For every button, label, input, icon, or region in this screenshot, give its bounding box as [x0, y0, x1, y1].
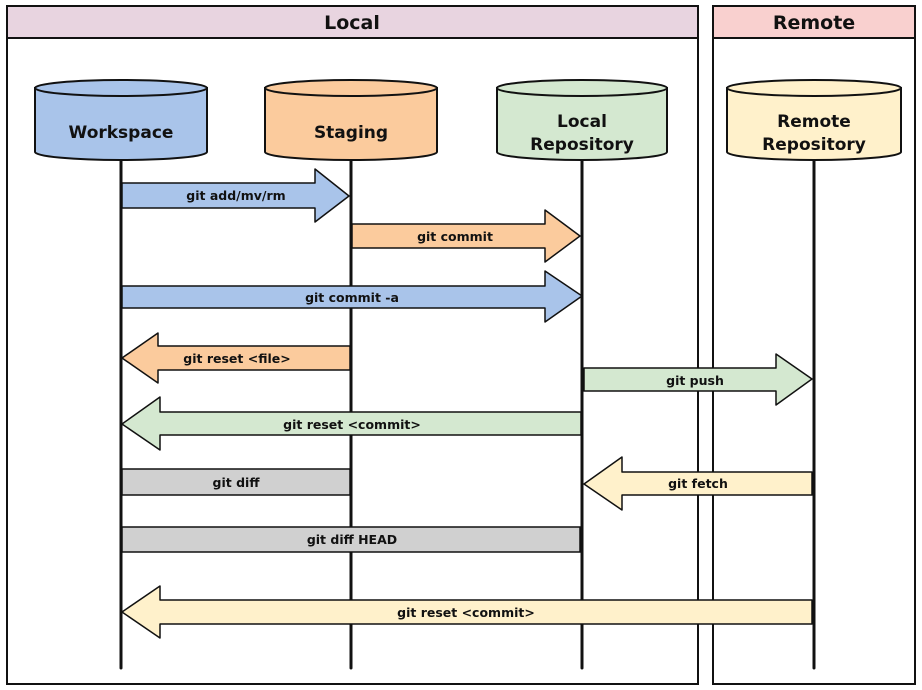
git-reset-commit-local-arrow: git reset <commit>: [121, 396, 582, 451]
remote-repository-node: Remote Repository: [726, 79, 902, 161]
git-reset-commit-local-arrow-label: git reset <commit>: [283, 417, 421, 432]
git-push-arrow-label: git push: [666, 373, 724, 388]
git-fetch-arrow-shape: [583, 456, 813, 511]
git-diff-head-bar-label: git diff HEAD: [307, 532, 397, 547]
git-commit-arrow-shape: [351, 209, 581, 263]
git-reset-commit-remote-arrow: git reset <commit>: [121, 585, 813, 639]
git-diff-bar: git diff: [121, 468, 351, 496]
git-commit-arrow: git commit: [351, 209, 581, 263]
staging-cylinder-top: [264, 79, 438, 97]
git-diff-head-bar: git diff HEAD: [121, 526, 581, 553]
local-repository-label-line2: Repository: [530, 135, 634, 155]
local-group-frame: [6, 37, 699, 685]
git-reset-commit-remote-arrow-shape: [121, 585, 813, 639]
git-fetch-arrow-label: git fetch: [668, 476, 728, 491]
git-fetch-arrow: git fetch: [583, 456, 813, 511]
local-repository-cylinder-top: [496, 79, 668, 97]
git-add-arrow-shape: [121, 168, 350, 223]
git-diff-bar-label: git diff: [213, 475, 261, 490]
git-reset-commit-local-arrow-shape: [121, 396, 582, 451]
staging-cylinder-body: [264, 87, 438, 161]
git-add-arrow-label: git add/mv/rm: [186, 188, 285, 203]
git-reset-file-arrow: git reset <file>: [121, 332, 351, 384]
git-commit-a-arrow-label: git commit -a: [305, 290, 399, 305]
git-reset-commit-remote-arrow-label: git reset <commit>: [397, 605, 535, 620]
local-group-title: Local: [324, 12, 380, 34]
remote-repository-label-line1: Remote: [777, 112, 851, 132]
git-commit-arrow-label: git commit: [417, 229, 493, 244]
workspace-cylinder-top: [34, 79, 208, 97]
local-repository-label-line1: Local: [557, 112, 607, 132]
workspace-cylinder-body: [34, 87, 208, 161]
git-diff-bar-shape: [121, 468, 351, 496]
remote-repository-label-line2: Repository: [762, 135, 866, 155]
remote-repository-cylinder-body: [726, 87, 902, 161]
local-group: Local: [6, 5, 699, 685]
git-commit-a-arrow-shape: [121, 270, 583, 323]
workspace-node: Workspace: [34, 79, 208, 161]
staging-label: Staging: [314, 123, 388, 143]
remote-group: Remote: [712, 5, 916, 685]
remote-repository-cylinder-top: [726, 79, 902, 97]
git-commit-a-arrow: git commit -a: [121, 270, 583, 323]
git-reset-file-arrow-label: git reset <file>: [183, 351, 290, 366]
git-push-arrow: git push: [583, 353, 813, 406]
git-reset-file-arrow-shape: [121, 332, 351, 384]
remote-group-frame: [712, 37, 916, 685]
remote-group-title: Remote: [773, 12, 855, 34]
git-push-arrow-shape: [583, 353, 813, 406]
local-group-header: [6, 5, 699, 39]
staging-node: Staging: [264, 79, 438, 161]
git-diff-head-bar-shape: [121, 526, 581, 553]
git-add-arrow: git add/mv/rm: [121, 168, 350, 223]
workspace-label: Workspace: [69, 123, 174, 143]
local-repository-cylinder-body: [496, 87, 668, 161]
local-repository-node: Local Repository: [496, 79, 668, 161]
remote-group-header: [712, 5, 916, 39]
